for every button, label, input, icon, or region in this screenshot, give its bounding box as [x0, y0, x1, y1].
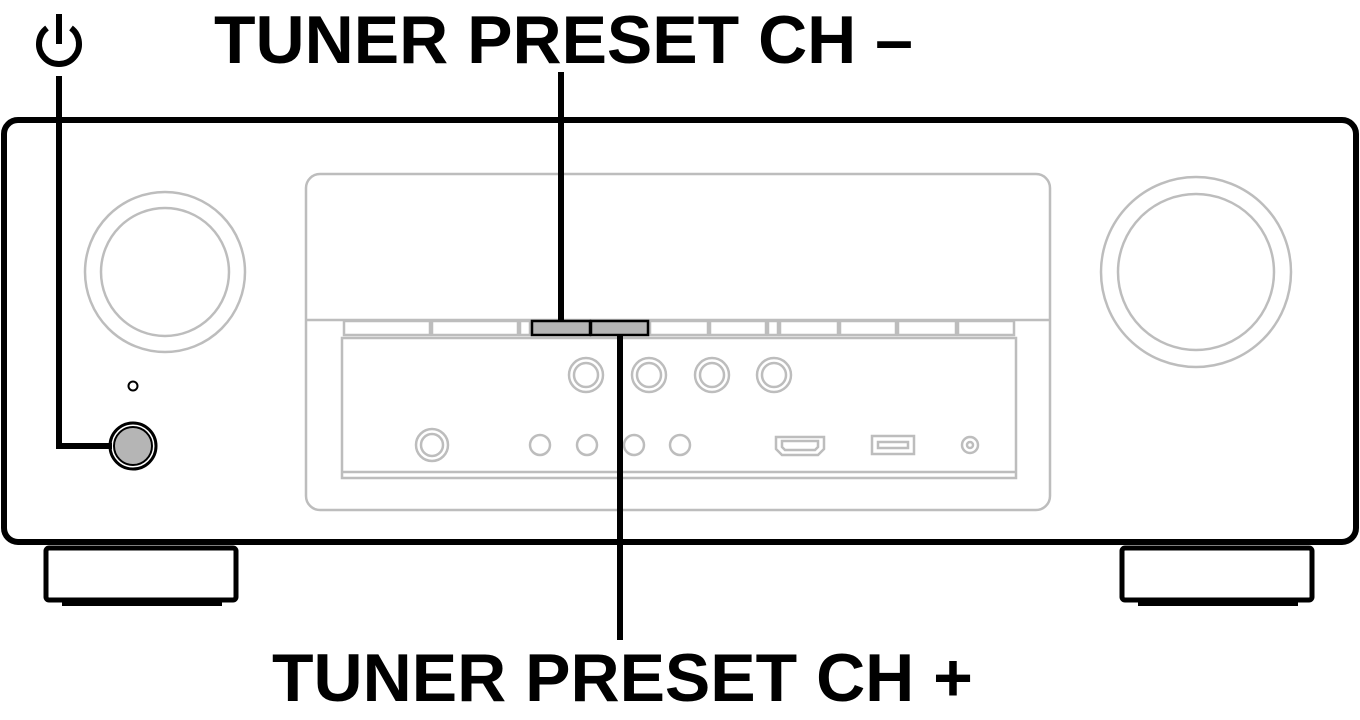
left-knob: [83, 190, 247, 354]
power-callout-line: [56, 76, 112, 449]
right-knob: [1099, 175, 1293, 369]
small-jacks: [528, 433, 692, 457]
mic-jack: [960, 435, 980, 455]
preset-buttons: [530, 319, 650, 337]
preset-minus-button: [530, 319, 592, 337]
preset-plus-button: [589, 319, 650, 337]
preset-minus-label: TUNER PRESET CH –: [214, 2, 913, 78]
left-foot: [43, 545, 239, 606]
power-icon: [36, 14, 82, 67]
power-button: [108, 421, 158, 471]
callout-lines: [56, 72, 623, 640]
hdmi-port: [774, 435, 826, 457]
display-window: [304, 172, 1052, 512]
preset-plus-label: TUNER PRESET CH +: [272, 640, 973, 716]
right-foot: [1119, 545, 1315, 606]
round-buttons: [567, 356, 793, 394]
input-door: [340, 336, 1018, 480]
standby-indicator: [127, 380, 139, 392]
headphone-jack: [414, 427, 450, 463]
button-strip: [342, 319, 1016, 337]
front-panel-details: [83, 172, 1293, 512]
usb-port: [870, 434, 916, 456]
